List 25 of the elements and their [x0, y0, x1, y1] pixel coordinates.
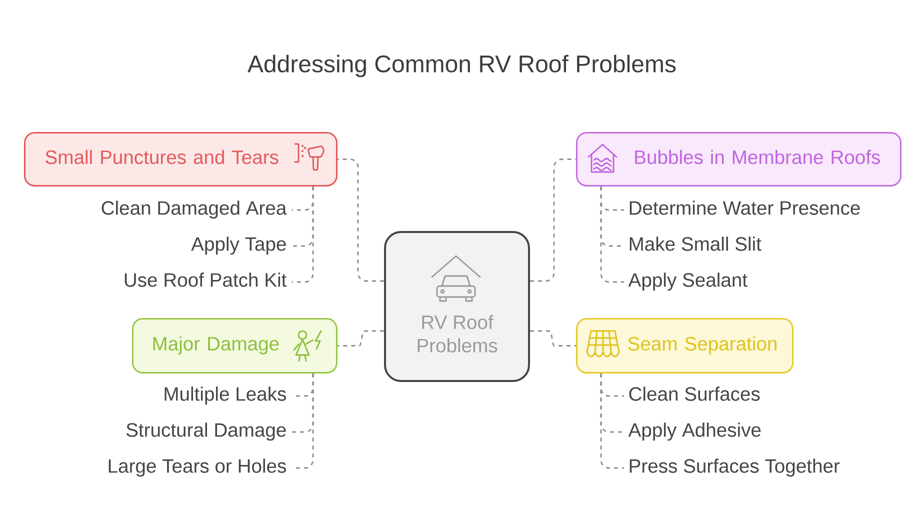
step-text: Use Roof Patch Kit [124, 272, 287, 287]
connector-line [337, 158, 384, 282]
central-box: RV Roof Problems [384, 231, 530, 382]
title: Addressing Common RV Roof Problems [248, 54, 676, 78]
category-box: Bubbles in Membrane Roofs [576, 132, 902, 186]
connector-line [292, 186, 314, 283]
category-box: Seam Separation [576, 318, 794, 374]
step-text: Large Tears or Holes [108, 458, 286, 477]
category-box: Major Damage [132, 318, 338, 374]
step-text: Apply Adhesive [628, 422, 761, 441]
connector-line [600, 186, 624, 283]
connector-line [337, 330, 384, 346]
category-box: Small Punctures and Tears [24, 132, 338, 186]
connector-line [600, 373, 624, 469]
step-text: Clean Damaged Area [102, 200, 287, 219]
step-text: Structural Damage [126, 422, 286, 441]
step-text: Press Surfaces Together [630, 458, 840, 477]
step-text: Multiple Leaks [164, 386, 286, 405]
step-text: Make Small Slit [630, 236, 762, 251]
step-text: Apply Tape [191, 236, 286, 255]
step-text: Clean Surfaces [629, 386, 760, 401]
connector-line [530, 158, 576, 282]
step-text: Apply Sealant [628, 272, 748, 291]
connector-line [530, 330, 576, 346]
step-text: Determine Water Presence [630, 200, 860, 215]
